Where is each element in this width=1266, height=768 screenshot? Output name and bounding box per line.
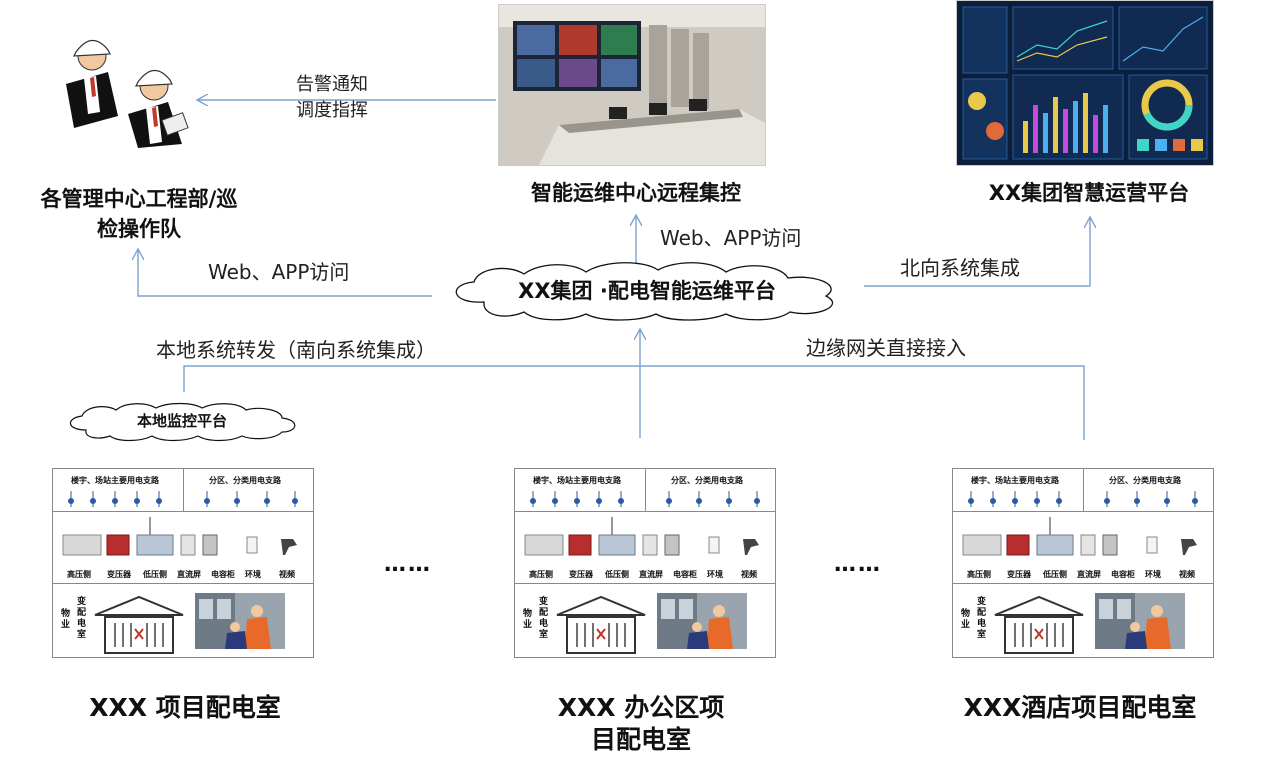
substation-house-icon — [994, 595, 1084, 654]
cloud-main-shape — [455, 262, 834, 321]
equipment-label-lv: 低压侧 — [605, 570, 629, 579]
operators-photo — [1095, 593, 1185, 649]
header-left-label: 楼宇、场站主要用电支路 — [971, 476, 1059, 485]
equipment-row: 高压侧 变压器 低压侧 直流屏 电容柜 环境 视频 — [953, 517, 1213, 584]
equipment-row: 高压侧 变压器 低压侧 直流屏 电容柜 环境 视频 — [515, 517, 775, 584]
property-label: 物业 — [61, 609, 71, 630]
equipment-label-dc: 直流屏 — [639, 570, 663, 579]
equipment-label-video: 视频 — [279, 570, 295, 579]
room-panel-header: 楼宇、场站主要用电支路 分区、分类用电支路 — [53, 469, 313, 512]
bus-line — [183, 365, 1085, 440]
room-panel-header: 楼宇、场站主要用电支路 分区、分类用电支路 — [515, 469, 775, 512]
branch-switch-icons — [968, 491, 1198, 507]
north-label: 北向系统集成 — [900, 256, 1020, 280]
equipment-icons — [962, 517, 1197, 556]
equipment-label-hv: 高压侧 — [529, 570, 553, 579]
web-left-arrow — [138, 250, 432, 297]
header-left-label: 楼宇、场站主要用电支路 — [533, 476, 621, 485]
room-title-3: XXX酒店项目配电室 — [930, 692, 1230, 724]
room-title-1-line1: XXX 项目配电室 — [89, 693, 281, 722]
equipment-label-capacitor: 电容柜 — [211, 570, 235, 579]
cloud-main-label: XX集团 ·配电智能运维平台 — [518, 279, 776, 303]
south-label: 本地系统转发（南向系统集成） — [156, 338, 436, 362]
room-panel-header: 楼宇、场站主要用电支路 分区、分类用电支路 — [953, 469, 1213, 512]
group-platform-dashboard — [956, 0, 1214, 166]
equipment-label-lv: 低压侧 — [1043, 570, 1067, 579]
equipment-label-capacitor: 电容柜 — [673, 570, 697, 579]
room-panel: 楼宇、场站主要用电支路 分区、分类用电支路 — [952, 468, 1214, 658]
branch-switch-icons — [68, 491, 298, 507]
substation-section: 物业 变配电室 — [515, 587, 775, 659]
equipment-label-video: 视频 — [741, 570, 757, 579]
equipment-label-dc: 直流屏 — [1077, 570, 1101, 579]
substation-label: 变配电室 — [539, 597, 549, 640]
equipment-label-env: 环境 — [707, 570, 723, 579]
substation-house-icon — [556, 595, 646, 654]
substation-section: 物业 变配电室 — [53, 587, 313, 659]
equipment-label-lv: 低压侧 — [143, 570, 167, 579]
room-title-2-line1: XXX 办公区项 — [557, 693, 725, 722]
equipment-label-transformer: 变压器 — [107, 570, 131, 579]
substation-label: 变配电室 — [77, 597, 87, 640]
ellipsis-right: …… — [834, 552, 882, 577]
operators-photo — [657, 593, 747, 649]
substation-label: 变配电室 — [977, 597, 987, 640]
equipment-label-dc: 直流屏 — [177, 570, 201, 579]
equipment-icons — [62, 517, 297, 556]
property-label: 物业 — [961, 609, 971, 630]
property-label: 物业 — [523, 609, 533, 630]
north-arrow — [864, 218, 1090, 287]
equipment-label-transformer: 变压器 — [1007, 570, 1031, 579]
room-title-2-line2: 目配电室 — [590, 725, 691, 754]
web-app-top-label: Web、APP访问 — [660, 226, 802, 250]
header-right-label: 分区、分类用电支路 — [209, 476, 281, 485]
ellipsis-left: …… — [384, 552, 432, 577]
equipment-icons — [524, 517, 759, 556]
header-right-label: 分区、分类用电支路 — [671, 476, 743, 485]
equipment-row: 高压侧 变压器 低压侧 直流屏 电容柜 环境 视频 — [53, 517, 313, 584]
room-title-3-line1: XXX酒店项目配电室 — [963, 693, 1197, 722]
room-title-2: XXX 办公区项 目配电室 — [496, 692, 786, 756]
web-app-left-label: Web、APP访问 — [208, 260, 350, 284]
substation-house-icon — [94, 595, 184, 654]
substation-section: 物业 变配电室 — [953, 587, 1213, 659]
room-title-1: XXX 项目配电室 — [40, 692, 330, 724]
equipment-label-capacitor: 电容柜 — [1111, 570, 1135, 579]
equipment-label-env: 环境 — [245, 570, 261, 579]
alarm-label-line2: 调度指挥 — [296, 100, 368, 121]
alarm-label-line1: 告警通知 — [296, 74, 368, 95]
equipment-label-hv: 高压侧 — [967, 570, 991, 579]
group-platform-title: XX集团智慧运营平台 — [988, 181, 1190, 205]
ops-center-title: 智能运维中心远程集控 — [531, 181, 741, 205]
cloud-local-label: 本地监控平台 — [136, 412, 227, 430]
equipment-label-env: 环境 — [1145, 570, 1161, 579]
room-panel: 楼宇、场站主要用电支路 分区、分类用电支路 — [52, 468, 314, 658]
managers-title-line2: 检操作队 — [97, 217, 181, 241]
equipment-label-hv: 高压侧 — [67, 570, 91, 579]
equipment-label-transformer: 变压器 — [569, 570, 593, 579]
managers-title: 各管理中心工程部/巡 检操作队 — [10, 184, 268, 244]
managers-title-line1: 各管理中心工程部/巡 — [40, 187, 238, 211]
ops-center-photo — [498, 4, 766, 166]
room-panel: 楼宇、场站主要用电支路 分区、分类用电支路 — [514, 468, 776, 658]
managers-illustration — [66, 39, 189, 148]
operators-photo — [195, 593, 285, 649]
cloud-local-shape — [69, 402, 296, 442]
header-left-label: 楼宇、场站主要用电支路 — [71, 476, 159, 485]
edge-gateway-label: 边缘网关直接接入 — [806, 336, 966, 360]
branch-switch-icons — [530, 491, 760, 507]
alarm-label: 告警通知 调度指挥 — [296, 72, 368, 124]
equipment-label-video: 视频 — [1179, 570, 1195, 579]
header-right-label: 分区、分类用电支路 — [1109, 476, 1181, 485]
